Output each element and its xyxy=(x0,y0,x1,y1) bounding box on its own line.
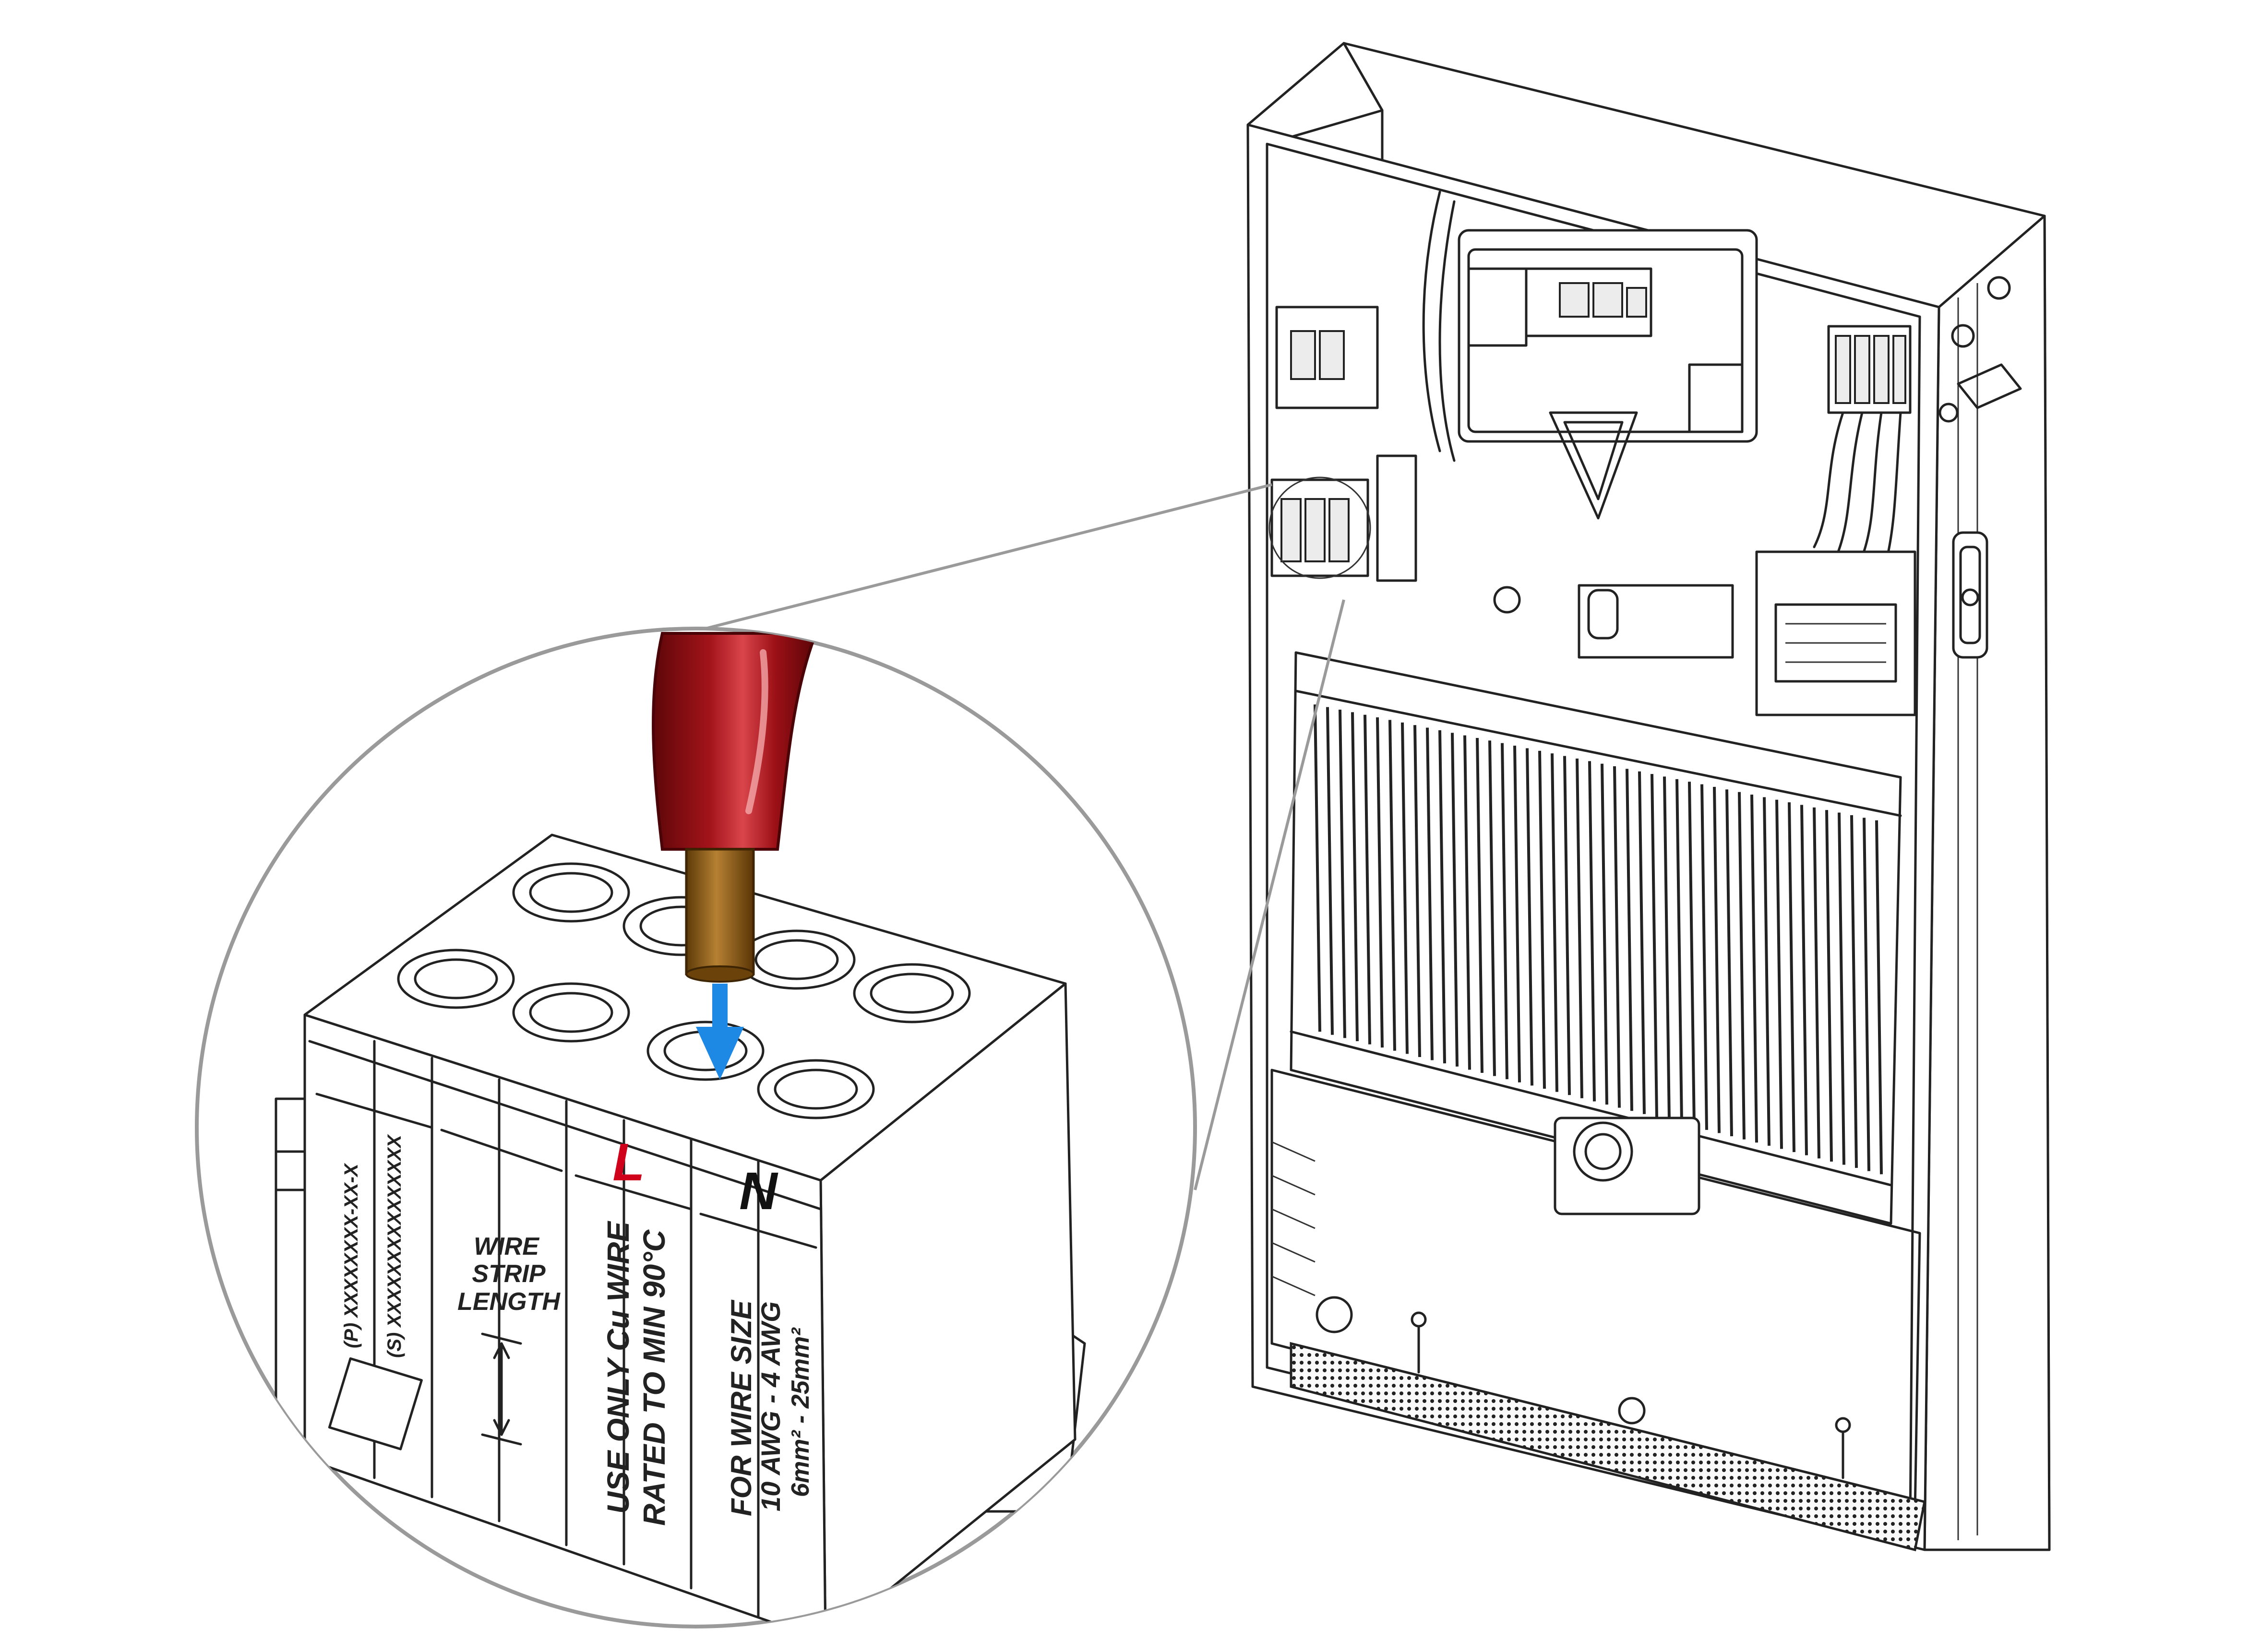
heatsink-fin xyxy=(1788,802,1795,1153)
heatsink-fin xyxy=(1850,815,1858,1168)
heatsink-fin xyxy=(1376,717,1384,1048)
heatsink-fin xyxy=(1438,730,1446,1064)
heatsink-fin xyxy=(1725,789,1733,1137)
heatsink-fin xyxy=(1700,784,1708,1130)
part-number-p: (P) XXXXXXXX-XX-X xyxy=(341,1163,362,1348)
heatsink-fin xyxy=(1326,707,1334,1035)
heatsink-fin xyxy=(1688,782,1696,1127)
callout xyxy=(705,483,1345,1190)
label-n: N xyxy=(739,1162,778,1221)
heatsink-fin xyxy=(1825,810,1833,1162)
heatsink-fin xyxy=(1513,746,1521,1082)
strip-length-line1: WIRE xyxy=(474,1233,539,1260)
heatsink-fin xyxy=(1738,792,1746,1140)
inverter-unit xyxy=(1246,42,2051,1552)
heatsink-fin xyxy=(1551,753,1558,1092)
heatsink-fin xyxy=(1413,725,1421,1058)
heatsink-fin xyxy=(1451,733,1459,1067)
heatsink-fin xyxy=(1426,727,1434,1060)
heatsink-fin xyxy=(1388,720,1396,1051)
heatsink-fin xyxy=(1750,794,1758,1143)
heatsink-fin xyxy=(1813,807,1820,1159)
strip-length-line2: STRIP xyxy=(472,1260,545,1288)
heatsink-fin xyxy=(1463,735,1471,1070)
wire-type-line2: RATED TO MIN 90°C xyxy=(637,1229,671,1526)
wire-size-line3: 6mm² - 25mm² xyxy=(787,1327,814,1497)
heatsink-fin xyxy=(1875,820,1883,1175)
heatsink-fin xyxy=(1775,799,1783,1149)
heatsink-fin xyxy=(1401,722,1409,1054)
heatsink-fin xyxy=(1526,748,1533,1086)
heatsink-fin xyxy=(1613,766,1621,1108)
strip-length-indicator xyxy=(481,1332,522,1446)
heatsink-fin xyxy=(1675,779,1683,1124)
heatsink-fin xyxy=(1651,774,1658,1117)
heatsink xyxy=(1290,651,1902,1225)
heatsink-fin xyxy=(1476,737,1483,1073)
heatsink-fin xyxy=(1663,776,1671,1121)
heatsink-fin xyxy=(1339,709,1346,1038)
heatsink-fin xyxy=(1601,763,1608,1105)
heatsink-fin xyxy=(1713,786,1721,1133)
wire-type-line1: USE ONLY Cu WIRE xyxy=(601,1220,635,1514)
heatsink-fin xyxy=(1638,771,1646,1114)
heatsink-fin xyxy=(1501,743,1508,1080)
heatsink-fin xyxy=(1576,758,1583,1098)
magnified-view: (P) XXXXXXXX-XX-X (S) XXXXXXXXXXXXXXX WI… xyxy=(195,627,1197,1628)
wire-size-line1: FOR WIRE SIZE xyxy=(725,1299,757,1516)
part-number-s: (S) XXXXXXXXXXXXXXX xyxy=(384,1134,405,1358)
heatsink-fin xyxy=(1351,712,1359,1042)
arrow-down-icon xyxy=(696,984,744,1080)
red-wire xyxy=(652,632,818,983)
label-l: L xyxy=(612,1133,645,1192)
heatsink-fin xyxy=(1763,797,1770,1146)
heatsink-fin xyxy=(1488,740,1496,1076)
heatsink-fin xyxy=(1800,805,1808,1155)
strip-length-line3: LENGTH xyxy=(457,1288,561,1316)
heatsink-fin xyxy=(1863,818,1870,1171)
heatsink-fin xyxy=(1538,750,1546,1089)
wire-size-line2: 10 AWG - 4 AWG xyxy=(755,1301,786,1511)
heatsink-fin xyxy=(1314,704,1321,1032)
heatsink-fin xyxy=(1364,714,1371,1045)
heatsink-fin xyxy=(1588,761,1596,1102)
heatsink-fin xyxy=(1838,812,1845,1165)
heatsink-fin xyxy=(1626,769,1633,1111)
heatsink-fin xyxy=(1563,756,1571,1095)
